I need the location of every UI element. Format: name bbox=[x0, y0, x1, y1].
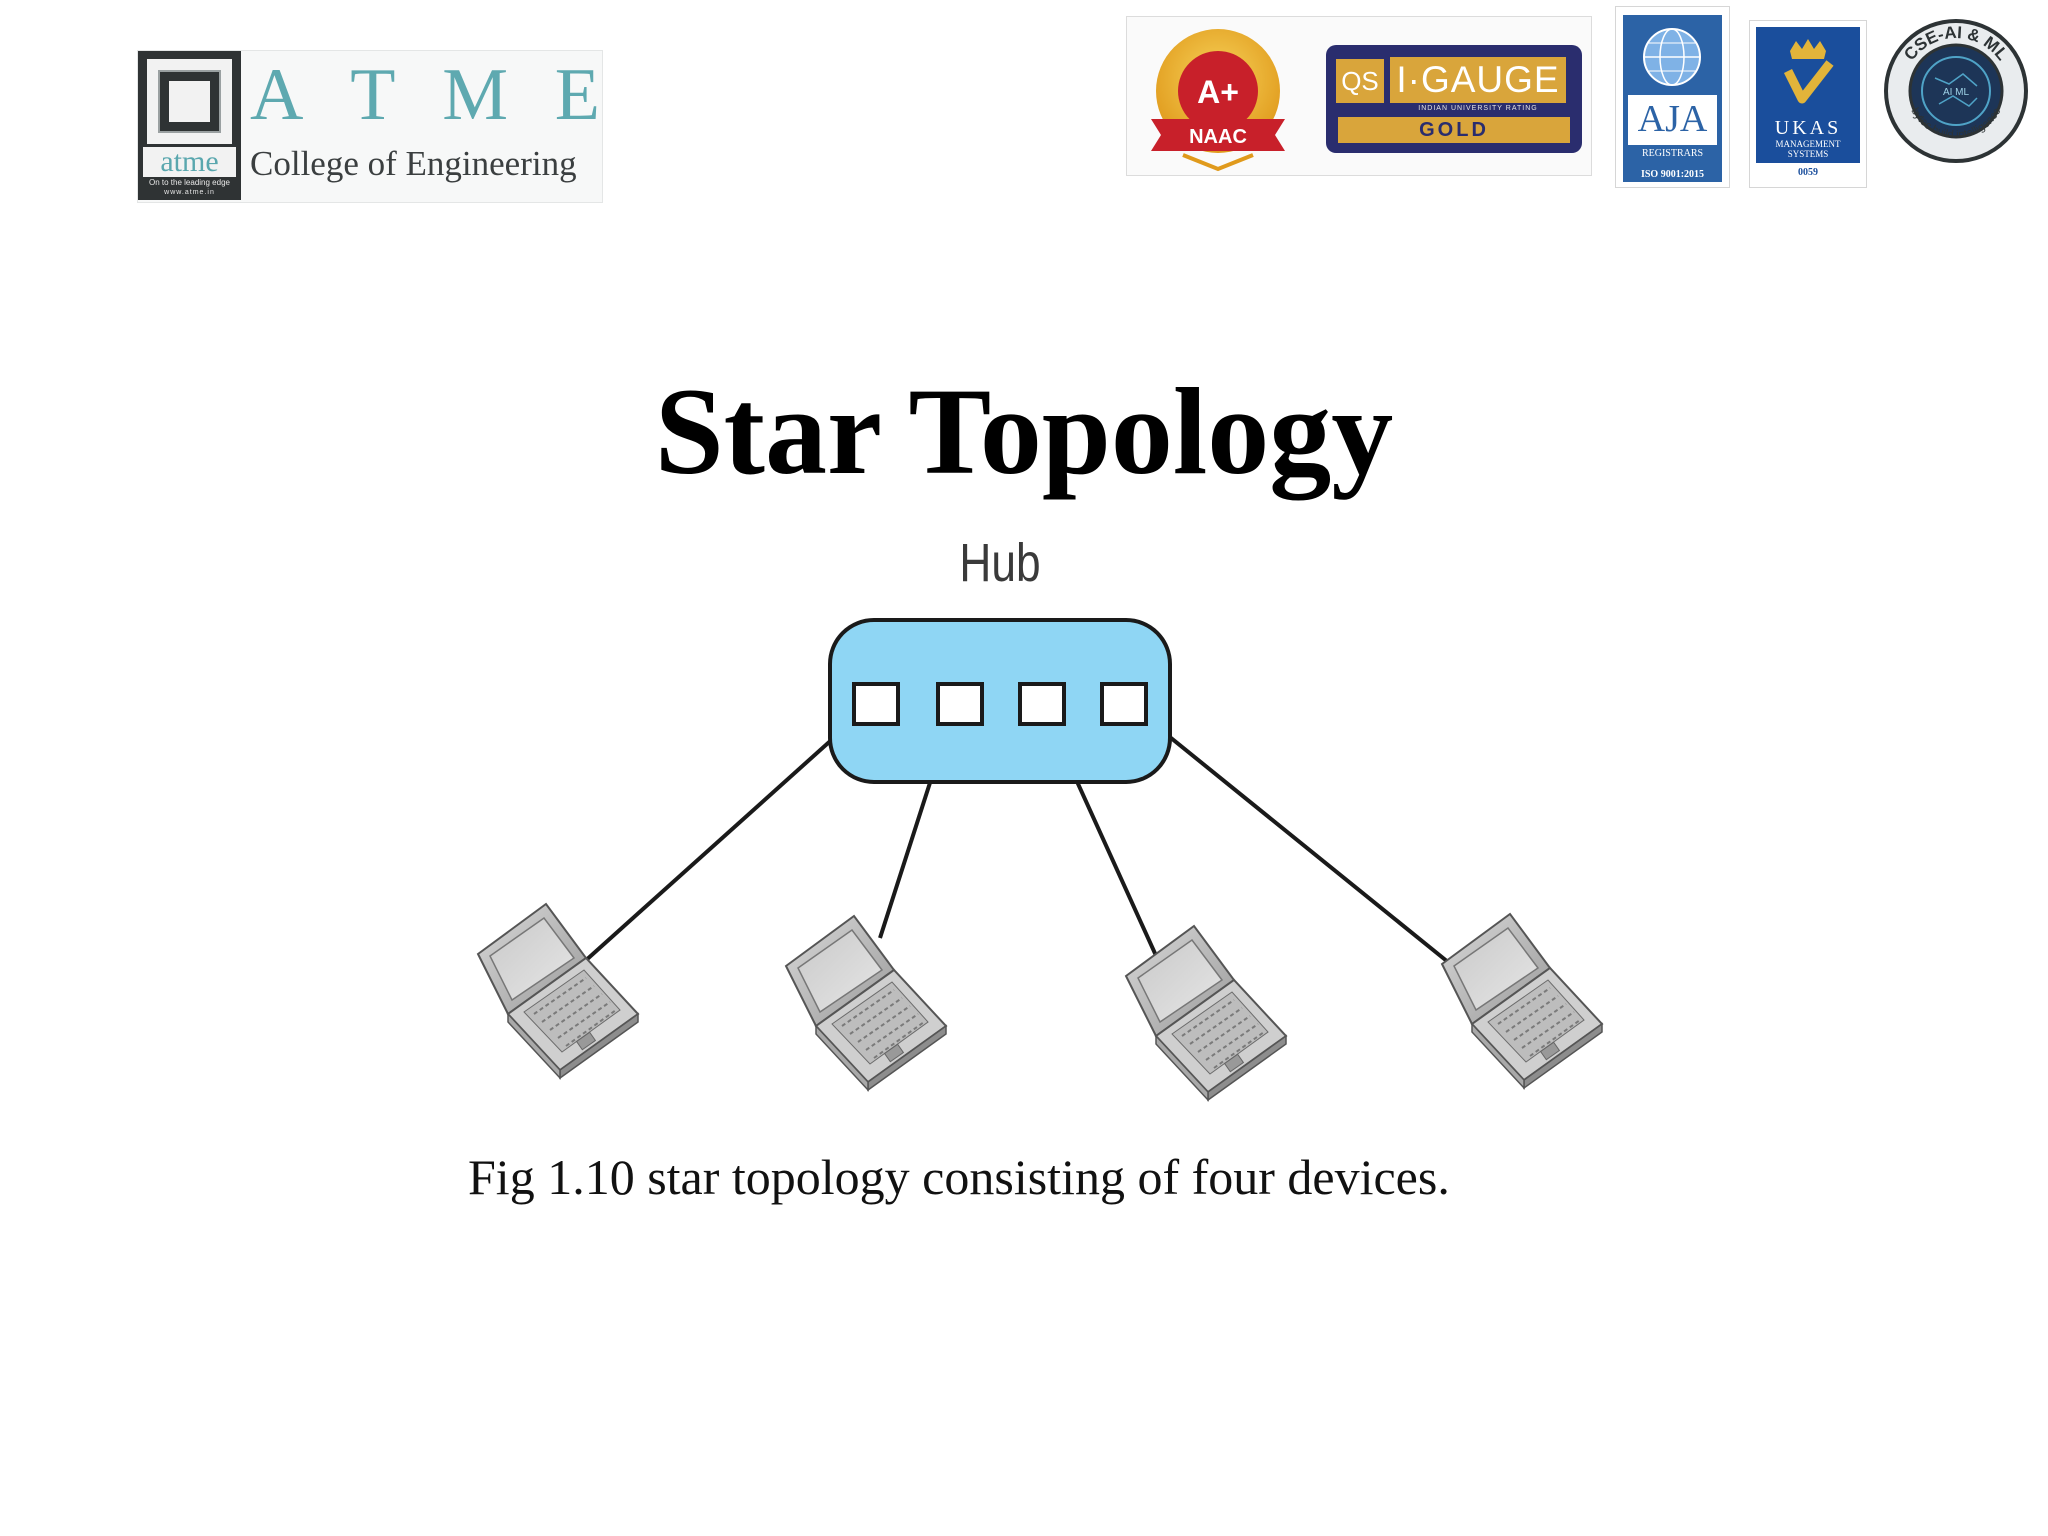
cable-1 bbox=[582, 698, 878, 964]
atme-letter: T bbox=[350, 54, 396, 136]
college-name: College of Engineering bbox=[250, 144, 577, 183]
crown-check-icon bbox=[1783, 39, 1834, 104]
cable-4 bbox=[1122, 698, 1450, 964]
hub-port-1 bbox=[852, 682, 900, 726]
figure-caption: Fig 1.10 star topology consisting of fou… bbox=[468, 1149, 1450, 1205]
laptop-icon bbox=[477, 903, 639, 1079]
cable-2 bbox=[878, 701, 958, 939]
ukas-badge: UKAS MANAGEMENT SYSTEMS 0059 bbox=[1749, 20, 1867, 188]
page-title: Star Topology bbox=[654, 363, 1394, 500]
qs-gold: GOLD bbox=[1338, 117, 1570, 143]
hub-label: Hub bbox=[959, 533, 1041, 593]
ukas-sub1: MANAGEMENT bbox=[1775, 139, 1841, 149]
aja-iso: ISO 9001:2015 bbox=[1640, 169, 1705, 180]
cable-3 bbox=[1038, 699, 1160, 961]
laptop-icon bbox=[1125, 925, 1287, 1101]
accreditation-badges: A+ NAAC QS I·GAUGE INDIAN UNIVERSITY RAT… bbox=[1126, 16, 1592, 176]
hub-port-4 bbox=[1100, 682, 1148, 726]
laptop-icon bbox=[785, 915, 947, 1091]
college-logo: atme On to the leading edge www.atme.in … bbox=[137, 50, 603, 203]
qs-box: QS bbox=[1336, 59, 1384, 103]
qs-sub: INDIAN UNIVERSITY RATING bbox=[1418, 105, 1538, 112]
atme-tagline: On to the leading edge bbox=[149, 178, 230, 187]
atme-site: www.atme.in bbox=[164, 189, 215, 196]
ukas-sub: MANAGEMENT SYSTEMS bbox=[1756, 139, 1860, 159]
qs-word: I·GAUGE bbox=[1390, 57, 1566, 103]
atme-letter: A bbox=[250, 54, 304, 136]
qs-igauge-badge: QS I·GAUGE INDIAN UNIVERSITY RATING GOLD bbox=[1326, 45, 1582, 153]
aja-registrars: REGISTRARS bbox=[1641, 148, 1704, 159]
naac-badge-icon: A+ NAAC bbox=[1151, 29, 1285, 172]
ukas-number: 0059 bbox=[1798, 167, 1818, 178]
cables bbox=[582, 698, 1450, 964]
atme-letter: M bbox=[442, 54, 508, 136]
hub-box bbox=[828, 618, 1172, 784]
atme-letter: E bbox=[554, 54, 600, 136]
globe-icon bbox=[1643, 28, 1701, 86]
naac-label: NAAC bbox=[1189, 126, 1247, 148]
cse-aiml-logo-icon: CSE-AI & ML bytes build intelligence AI … bbox=[1884, 19, 2028, 163]
hub-port-2 bbox=[936, 682, 984, 726]
atme-mark-word: atme bbox=[143, 147, 236, 177]
atme-letters: A T M E bbox=[250, 55, 600, 135]
naac-grade: A+ bbox=[1197, 74, 1239, 110]
hub-port-3 bbox=[1018, 682, 1066, 726]
aja-word: AJA bbox=[1637, 98, 1708, 140]
atme-mark-icon: atme On to the leading edge www.atme.in bbox=[138, 51, 241, 200]
laptop-icon bbox=[1441, 913, 1603, 1089]
aja-badge: AJA REGISTRARS ISO 9001:2015 bbox=[1615, 6, 1730, 188]
ukas-word: UKAS bbox=[1774, 117, 1842, 139]
cse-inner: AI ML bbox=[1943, 87, 1970, 98]
ukas-sub2: SYSTEMS bbox=[1787, 149, 1829, 159]
